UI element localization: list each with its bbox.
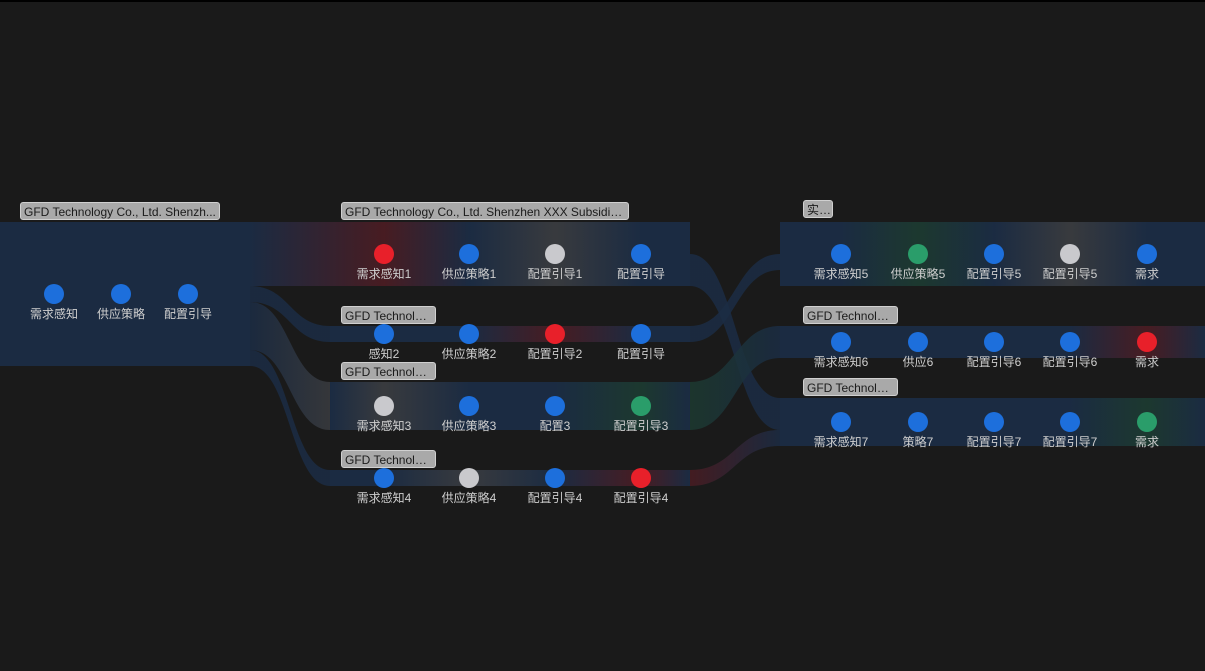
flow-node[interactable] [1060,244,1080,264]
group-tag[interactable]: GFD Technology [803,306,898,324]
node-label: 需求感知 [29,307,79,321]
flow-link [690,326,780,430]
group-tag[interactable]: GFD Technology Co., Ltd. Shenzh... [20,202,220,220]
flow-link [250,302,330,430]
flow-node[interactable] [984,412,1004,432]
node-label: 供应策略5 [890,267,946,281]
flow-node[interactable] [1060,412,1080,432]
node-label: 配置引导6 [1042,355,1098,369]
node-label: 需求感知4 [356,491,412,505]
flow-node[interactable] [374,468,394,488]
node-label: 需求 [1134,355,1160,369]
node-label: 需求感知1 [356,267,412,281]
node-label: 配置引导3 [613,419,669,433]
flow-node[interactable] [631,468,651,488]
group-band [330,470,690,486]
flow-node[interactable] [908,332,928,352]
flow-node[interactable] [545,244,565,264]
node-label: 配置引导5 [1042,267,1098,281]
node-label: 配置引导6 [966,355,1022,369]
flow-node[interactable] [984,332,1004,352]
node-label: 需求 [1134,267,1160,281]
flow-link [690,254,780,342]
group-tag[interactable]: GFD Technology [341,450,436,468]
flow-node[interactable] [631,396,651,416]
node-label: 配置引导7 [966,435,1022,449]
flow-node[interactable] [111,284,131,304]
flow-node[interactable] [631,244,651,264]
flow-link [690,430,780,486]
flow-node[interactable] [459,244,479,264]
flow-node[interactable] [831,332,851,352]
group-tag[interactable]: GFD Technology [341,362,436,380]
group-tag[interactable]: 实施 [803,200,833,218]
flow-node[interactable] [631,324,651,344]
node-label: 配置引导 [163,307,213,321]
group-band [330,326,690,342]
flow-node[interactable] [1137,412,1157,432]
node-label: 配置3 [539,419,571,433]
flow-node[interactable] [374,244,394,264]
flow-node[interactable] [1137,244,1157,264]
group-tag[interactable]: GFD Technology [341,306,436,324]
group-tag[interactable]: GFD Technology [803,378,898,396]
flow-node[interactable] [545,396,565,416]
flow-node[interactable] [459,324,479,344]
node-label: 需求感知3 [356,419,412,433]
group-tag[interactable]: GFD Technology Co., Ltd. Shenzhen XXX Su… [341,202,629,220]
flow-node[interactable] [908,244,928,264]
flow-link [250,350,330,486]
flow-node[interactable] [545,324,565,344]
node-label: 供应策略3 [441,419,497,433]
node-label: 供应策略 [96,307,146,321]
node-label: 配置引导1 [527,267,583,281]
flow-node[interactable] [831,412,851,432]
flow-node[interactable] [908,412,928,432]
node-label: 需求感知6 [813,355,869,369]
flow-node[interactable] [831,244,851,264]
node-label: 需求感知7 [813,435,869,449]
flow-node[interactable] [374,324,394,344]
flow-node[interactable] [1060,332,1080,352]
node-label: 供应6 [902,355,934,369]
node-label: 配置引导 [616,347,666,361]
node-label: 配置引导 [616,267,666,281]
flow-node[interactable] [984,244,1004,264]
node-label: 配置引导7 [1042,435,1098,449]
node-label: 策略7 [902,435,934,449]
window-top-border [0,0,1205,2]
flow-node[interactable] [374,396,394,416]
node-label: 配置引导4 [613,491,669,505]
node-label: 配置引导4 [527,491,583,505]
node-label: 供应策略1 [441,267,497,281]
flow-link [690,254,780,430]
node-label: 需求 [1134,435,1160,449]
node-label: 配置引导2 [527,347,583,361]
flow-node[interactable] [44,284,64,304]
flow-node[interactable] [459,468,479,488]
node-label: 供应策略4 [441,491,497,505]
node-label: 配置引导5 [966,267,1022,281]
node-label: 感知2 [368,347,400,361]
flow-node[interactable] [1137,332,1157,352]
node-label: 需求感知5 [813,267,869,281]
flow-node[interactable] [459,396,479,416]
flow-node[interactable] [178,284,198,304]
node-label: 供应策略2 [441,347,497,361]
flow-link [250,286,330,342]
flow-node[interactable] [545,468,565,488]
